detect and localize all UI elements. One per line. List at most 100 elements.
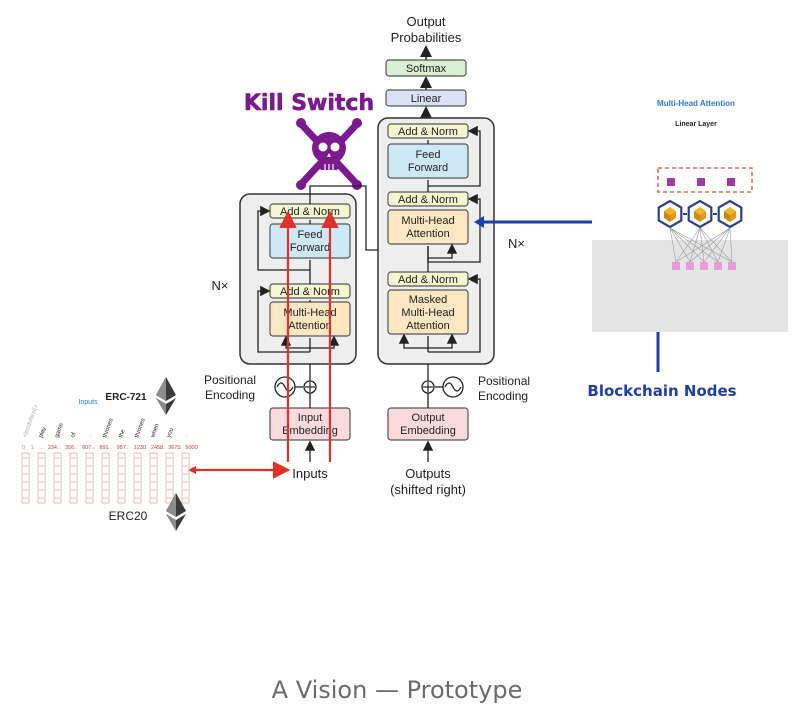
- token-word: game: [54, 422, 65, 439]
- blockchain-panel-subtitle: Linear Layer: [675, 121, 717, 128]
- token-id: ...: [177, 445, 182, 451]
- token-id: 356: [65, 445, 74, 451]
- token-word: of: [70, 432, 77, 439]
- token-column: [117, 452, 126, 504]
- output-embedding-label-2: Embedding: [400, 425, 456, 437]
- token-word: when: [150, 423, 161, 439]
- outputs-shifted-label: (shifted right): [390, 482, 466, 497]
- positional-encoding-left-label-2: Encoding: [205, 388, 255, 402]
- token-id: 607: [82, 445, 91, 451]
- decoder-attention-label-2: Attention: [406, 228, 449, 240]
- decoder-nx-label: N×: [508, 236, 525, 251]
- token-column: [85, 452, 94, 504]
- token-column: [69, 452, 78, 504]
- decoder-masked-attention: [387, 289, 469, 335]
- blockchain-panel: Multi-Head Attention Linear Layer: [592, 92, 788, 332]
- token-id: 987: [117, 445, 126, 451]
- ethereum-icon: [156, 377, 176, 415]
- token-column: [133, 452, 142, 504]
- input-embedding-label-2: Embedding: [282, 425, 338, 437]
- decoder-feed-forward-label: Feed: [415, 149, 440, 161]
- token-id: ...: [39, 445, 44, 451]
- decoder-add-norm-mid-label: Add & Norm: [398, 194, 458, 206]
- erc721-label: ERC-721: [105, 392, 147, 403]
- token-column: [181, 452, 190, 504]
- token-word: the: [118, 428, 127, 439]
- blockchain-input-row: [672, 262, 736, 270]
- token-word: thrones: [102, 418, 114, 439]
- linear-label: Linear: [411, 93, 442, 105]
- blockchain-node-row: [657, 199, 743, 229]
- token-word: ...: [86, 432, 93, 439]
- encoder-feed-forward-label-2: Forward: [290, 242, 330, 254]
- token-id: 891: [99, 445, 108, 451]
- token-column: [53, 452, 62, 504]
- positional-encoding-right-label-2: Encoding: [478, 389, 528, 403]
- token-id: ...: [160, 445, 165, 451]
- token-id: ...: [108, 445, 113, 451]
- token-id: ...: [142, 445, 147, 451]
- encoder-attention-label-2: Attention: [288, 320, 331, 332]
- skull-crossbones-icon: [296, 118, 362, 190]
- token-word: play: [38, 426, 47, 438]
- decoder-attention-label: Multi-Head: [401, 215, 454, 227]
- token-grid: [21, 452, 190, 504]
- blockchain-input-node: [686, 262, 694, 270]
- decoder-masked-label: Masked: [409, 294, 448, 306]
- erc20-label: ERC20: [109, 509, 148, 523]
- decoder-add-norm-bottom-label: Add & Norm: [398, 274, 458, 286]
- token-column: [21, 452, 30, 504]
- token-column: [165, 452, 174, 504]
- token-id: 2458: [151, 445, 163, 451]
- ethereum-icon-2: [166, 493, 186, 531]
- decoder-masked-label-2: Multi-Head: [401, 307, 454, 319]
- encoder-attention-label: Multi-Head: [283, 307, 336, 319]
- decoder-add-norm-top-label: Add & Norm: [398, 126, 458, 138]
- blockchain-input-node: [728, 262, 736, 270]
- inputs-label: Inputs: [292, 466, 328, 481]
- output-nodes-frame: [657, 167, 753, 193]
- token-id: ...: [91, 445, 96, 451]
- output-probabilities-label-2: Probabilities: [391, 30, 462, 45]
- token-id: 234: [48, 445, 57, 451]
- token-id: 3670: [168, 445, 180, 451]
- softmax-label: Softmax: [406, 63, 447, 75]
- blockchain-input-node: [672, 262, 680, 270]
- encoder-add-norm-bottom-label: Add & Norm: [280, 286, 340, 298]
- token-word: <|endoftext|>: [22, 403, 40, 438]
- positional-encoding-left-label: Positional: [204, 373, 256, 387]
- token-id: ...: [125, 445, 130, 451]
- encoder-nx-label: N×: [212, 278, 229, 293]
- output-probabilities-label: Output: [406, 14, 445, 29]
- token-id: 0: [22, 445, 25, 451]
- output-embedding-label: Output: [411, 412, 444, 424]
- token-word: thrones: [134, 418, 146, 439]
- blockchain-nodes-label: Blockchain Nodes: [587, 382, 736, 400]
- decoder-feed-forward-label-2: Forward: [408, 162, 448, 174]
- token-column: [37, 452, 46, 504]
- token-word: ...: [182, 432, 189, 439]
- blockchain-mesh: [669, 227, 733, 263]
- input-embedding-label: Input: [298, 412, 322, 424]
- blockchain-panel-title: Multi-Head Attention: [657, 99, 735, 108]
- blockchain-input-node: [714, 262, 722, 270]
- decoder-masked-label-3: Attention: [406, 320, 449, 332]
- token-id: 1230: [134, 445, 146, 451]
- decoder-multi-head-attention: [387, 209, 469, 245]
- token-id: 1: [31, 445, 34, 451]
- token-id: ...: [74, 445, 79, 451]
- blockchain-input-node: [700, 262, 708, 270]
- figure-caption: A Vision — Prototype: [271, 676, 523, 704]
- token-word: you: [166, 428, 175, 439]
- token-column: [101, 452, 110, 504]
- token-panel-inputs-label: Inputs: [78, 399, 98, 406]
- positional-encoding-right-label: Positional: [478, 374, 530, 388]
- token-id: 5000: [185, 445, 197, 451]
- token-column: [149, 452, 158, 504]
- encoder-feed-forward-label: Feed: [297, 229, 322, 241]
- outputs-label: Outputs: [405, 466, 451, 481]
- kill-switch-label: Kill Switch: [244, 91, 374, 116]
